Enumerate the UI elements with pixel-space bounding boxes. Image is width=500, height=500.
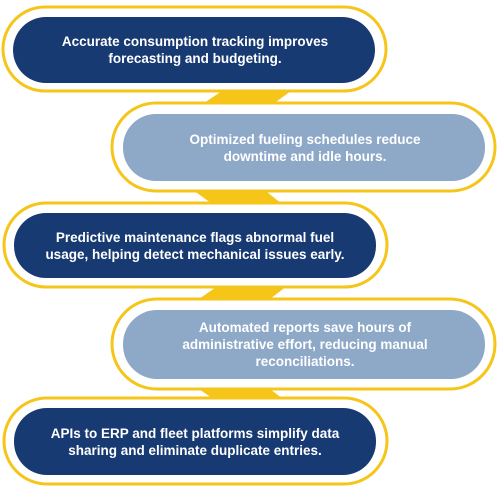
step-4-text: Automated reports save hours of administ… <box>182 320 428 369</box>
step-2-text: Optimized fueling schedules reduce downt… <box>189 131 421 164</box>
pill-5 <box>14 408 376 475</box>
pill-1 <box>13 17 375 83</box>
step-5-text: APIs to ERP and fleet platforms simplify… <box>50 425 340 458</box>
pill-4 <box>123 310 485 379</box>
pill-3 <box>14 213 376 278</box>
step-3-text: Predictive maintenance flags abnormal fu… <box>45 229 345 262</box>
step-1-text: Accurate consumption tracking improves f… <box>61 34 329 66</box>
pill-2 <box>123 114 485 181</box>
